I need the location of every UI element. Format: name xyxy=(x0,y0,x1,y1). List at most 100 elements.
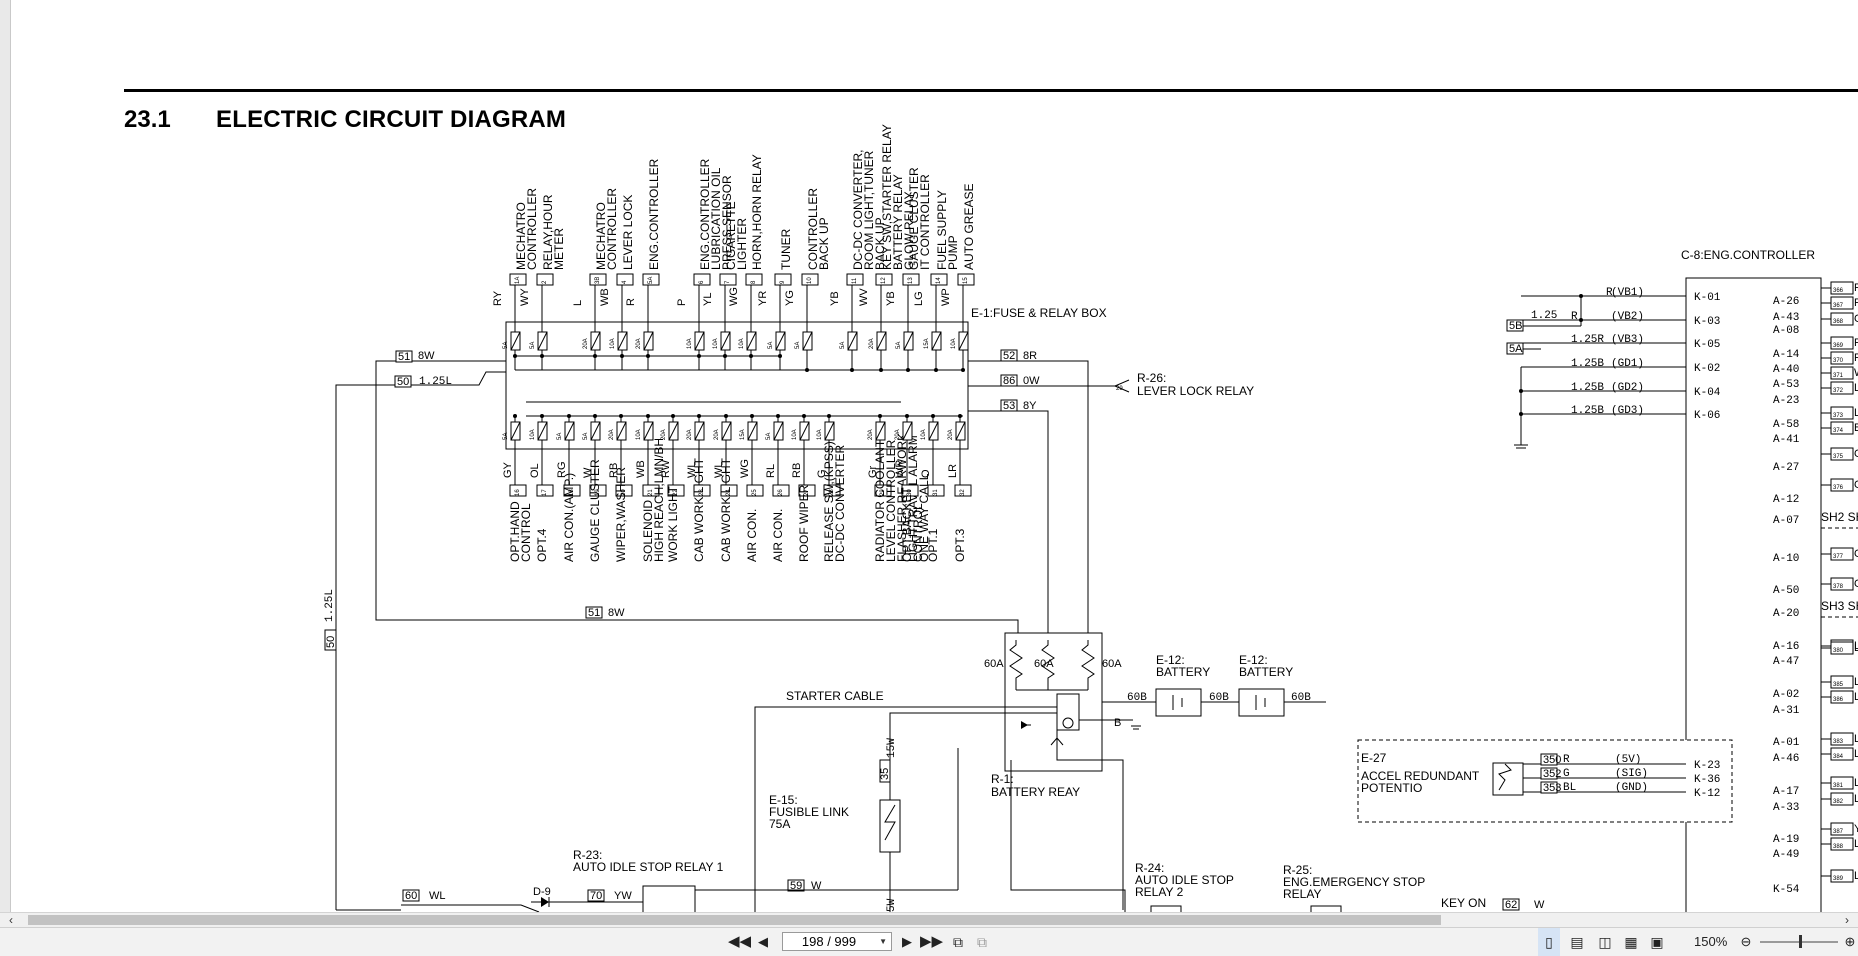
fuse-wire-color: YB xyxy=(885,291,897,306)
controller-a-pin: A-07 xyxy=(1773,515,1799,527)
relay-name: RELAY xyxy=(1283,887,1321,901)
battery-name: BATTERY xyxy=(1239,665,1293,679)
relay-name: BATTERY REAY xyxy=(991,785,1080,799)
fuse-element xyxy=(799,421,810,441)
fuse-circuit-label: CONTROLLER xyxy=(605,188,619,270)
fuse-wire-color: RB xyxy=(608,463,620,478)
fuse-circuit-label: FLASHER,REARWORK xyxy=(895,433,909,562)
zoom-level[interactable]: 150% xyxy=(1694,934,1728,949)
fuse-element xyxy=(928,421,939,441)
rotate-page-icon[interactable]: ⧉ xyxy=(953,934,963,950)
relay-tag: R-24: xyxy=(1135,861,1164,875)
relay-name: RELAY 2 xyxy=(1135,885,1184,899)
wire-tag xyxy=(787,879,805,892)
fuse-element xyxy=(720,331,731,351)
battery-tag: E-12: xyxy=(1156,653,1185,667)
document-page: 23.1 ELECTRIC CIRCUIT DIAGRAM E-1:FUSE &… xyxy=(11,0,1858,912)
wire-tag-label: WL xyxy=(429,890,446,902)
first-page-icon[interactable]: ◀◀ xyxy=(728,933,752,950)
controller-pin: K-02 xyxy=(1694,363,1720,375)
fuse-number: 18 xyxy=(569,489,575,496)
right-wire-tag-text: 373 xyxy=(1833,413,1844,419)
fuse-wire-color: YL xyxy=(702,293,714,306)
zoom-in-icon[interactable]: ⊕ xyxy=(1844,934,1856,949)
copy-page-icon[interactable]: ⧉ xyxy=(977,934,987,950)
controller-signal: (VB3) xyxy=(1611,334,1644,346)
wire-tag-label: 15W xyxy=(886,738,898,758)
fuse-rating: 10A xyxy=(792,429,798,440)
controller-a-pin: A-14 xyxy=(1773,349,1800,361)
controller-signal: (GD2) xyxy=(1611,382,1644,394)
relay-fuse-rating: 60A xyxy=(984,658,1004,670)
next-page-icon[interactable]: ▶ xyxy=(902,934,912,949)
wire-tag-text: 52 xyxy=(1003,350,1015,362)
junction-dot xyxy=(905,414,909,418)
fuse-wire-color: YG xyxy=(784,290,796,306)
two-page-view-icon[interactable]: ◫ xyxy=(1598,934,1612,950)
horizontal-scrollbar[interactable]: ‹ › xyxy=(0,912,1858,927)
two-page-continuous-icon[interactable]: ▦ xyxy=(1624,934,1638,950)
previous-page-icon[interactable]: ◀ xyxy=(758,934,768,949)
fusible-link-rating: 75A xyxy=(769,817,790,831)
continuous-view-icon[interactable]: ▤ xyxy=(1570,934,1584,950)
fuse-box-label: E-1:FUSE & RELAY BOX xyxy=(971,306,1107,320)
fuse-element xyxy=(802,331,813,351)
junction-dot xyxy=(961,368,965,372)
fuse-wire-color: Gr xyxy=(867,465,879,478)
relay-box xyxy=(1310,905,1342,912)
last-page-icon[interactable]: ▶▶ xyxy=(920,933,944,950)
fuse-number: 20 xyxy=(621,489,627,496)
fuse-rating: 20A xyxy=(869,338,875,349)
fit-page-icon[interactable]: ▣ xyxy=(1650,934,1664,950)
fuse-circuit-label: BACK UP xyxy=(873,217,887,270)
wire-tag-vertical xyxy=(879,759,891,783)
fuse-number-tag xyxy=(823,484,841,497)
chevron-down-icon[interactable]: ▼ xyxy=(879,937,887,946)
fuse-circuit-label: GLOW RELAY xyxy=(902,192,916,270)
controller-a-pin: A-40 xyxy=(1773,364,1799,376)
fuse-rating: 10A xyxy=(739,338,745,349)
junction-dot xyxy=(776,414,780,418)
fuse-element xyxy=(824,421,835,441)
right-wire-color: R xyxy=(1854,352,1858,364)
fuse-element xyxy=(510,421,521,441)
right-wire-tag-text: 378 xyxy=(1833,584,1844,590)
zoom-out-icon[interactable]: ⊖ xyxy=(1740,934,1752,949)
wire-tag-label: 35 xyxy=(879,768,891,780)
controller-a-pin: A-27 xyxy=(1773,462,1799,474)
junction-dot xyxy=(723,354,727,358)
right-wire-tag-text: 389 xyxy=(1833,876,1844,882)
fuse-element xyxy=(643,421,654,441)
fuse-circuit-label: AIR CON. xyxy=(745,509,759,562)
fuse-rating: 10A xyxy=(921,429,927,440)
relay-fuse xyxy=(1081,640,1095,690)
fuse-number: 21 xyxy=(648,489,654,496)
wire-tag-text: 70 xyxy=(590,890,602,902)
fuse-rating: 5A xyxy=(557,433,563,440)
fuse-number-tag xyxy=(642,273,660,286)
fuse-wire-color: O xyxy=(920,469,932,478)
scroll-thumb[interactable] xyxy=(28,915,1441,925)
wire-tag-text: 53 xyxy=(1003,400,1015,412)
fuse-circuit-label: DC-DC CONVERTER xyxy=(833,445,847,562)
controller-wire-label: R xyxy=(1606,287,1613,299)
fuse-wire-color: WG xyxy=(728,287,740,306)
fuse-number-tag xyxy=(746,484,764,497)
wire-tag-text: 352 xyxy=(1543,768,1561,780)
fuse-element xyxy=(746,331,757,351)
zoom-slider-handle[interactable] xyxy=(1799,935,1802,948)
fuse-wire-color: RW xyxy=(660,459,672,478)
wire-tag-text: 60 xyxy=(405,890,417,902)
fuse-element xyxy=(847,331,858,351)
scroll-left-arrow-icon[interactable]: ‹ xyxy=(9,913,13,927)
left-panel-edge[interactable] xyxy=(0,0,11,912)
page-number-field[interactable]: 198 / 999 ▼ xyxy=(782,932,892,951)
controller-a-pin: A-50 xyxy=(1773,585,1799,597)
scroll-right-arrow-icon[interactable]: › xyxy=(1845,913,1849,927)
right-wire-color: W xyxy=(1854,367,1858,379)
single-page-view-icon[interactable]: ▯ xyxy=(1538,928,1560,956)
wire-tag-label: 1.25L xyxy=(324,589,336,622)
potentio-wire-color: BL xyxy=(1563,782,1576,794)
fuse-number: 15 xyxy=(963,277,969,284)
fuse-element xyxy=(955,421,966,441)
